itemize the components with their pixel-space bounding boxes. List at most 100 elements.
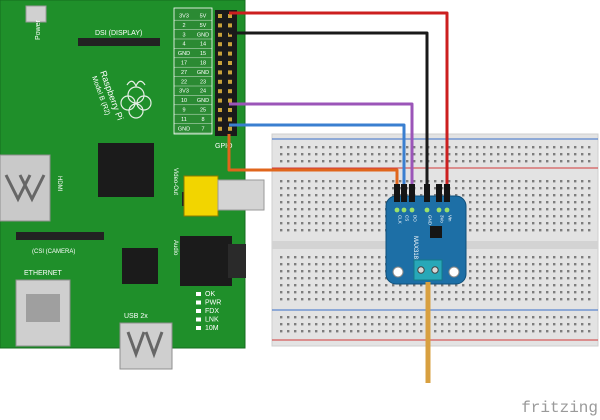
- breadboard-hole: [581, 194, 584, 197]
- breadboard-hole: [469, 316, 472, 319]
- breadboard-hole: [567, 208, 570, 211]
- breadboard-hole: [420, 298, 423, 301]
- breadboard-hole: [406, 291, 409, 294]
- breadboard-hole: [315, 153, 318, 156]
- breadboard-hole: [315, 284, 318, 287]
- breadboard-hole: [539, 194, 542, 197]
- breadboard-hole: [385, 323, 388, 326]
- breadboard-hole: [553, 229, 556, 232]
- breadboard-hole: [287, 187, 290, 190]
- breadboard-hole: [525, 208, 528, 211]
- breadboard-hole: [357, 277, 360, 280]
- gpio-pin: [218, 89, 222, 94]
- breadboard-hole: [357, 270, 360, 273]
- breadboard-hole: [343, 180, 346, 183]
- breadboard-hole: [553, 284, 556, 287]
- breadboard-hole: [553, 187, 556, 190]
- breadboard-hole: [371, 229, 374, 232]
- breadboard-hole: [483, 323, 486, 326]
- led-indicator: [196, 309, 201, 313]
- breadboard-hole: [371, 316, 374, 319]
- dsi-connector: [78, 38, 160, 46]
- breadboard-hole: [322, 201, 325, 204]
- breadboard-hole: [483, 208, 486, 211]
- breadboard-hole: [476, 291, 479, 294]
- breadboard-hole: [581, 208, 584, 211]
- breadboard-hole: [301, 298, 304, 301]
- terminal-block: [413, 259, 443, 281]
- breadboard-hole: [560, 229, 563, 232]
- breadboard-hole: [539, 208, 542, 211]
- breadboard-hole: [469, 146, 472, 149]
- breadboard-hole: [322, 270, 325, 273]
- breadboard-hole: [322, 146, 325, 149]
- breadboard-hole: [287, 146, 290, 149]
- breadboard-hole: [392, 316, 395, 319]
- breadboard-hole: [469, 153, 472, 156]
- breadboard-hole: [483, 194, 486, 197]
- breadboard-hole: [525, 256, 528, 259]
- breadboard-hole: [560, 194, 563, 197]
- breadboard-hole: [385, 187, 388, 190]
- breadboard-hole: [392, 160, 395, 163]
- breadboard-hole: [567, 180, 570, 183]
- breadboard-hole: [287, 208, 290, 211]
- breadboard-hole: [301, 229, 304, 232]
- breadboard-hole: [588, 291, 591, 294]
- gpio-pin: [218, 23, 222, 28]
- breadboard-hole: [532, 146, 535, 149]
- breadboard-hole: [539, 160, 542, 163]
- breadboard-hole: [511, 277, 514, 280]
- breadboard-hole: [483, 263, 486, 266]
- gpio-pin: [228, 23, 232, 28]
- breadboard-hole: [546, 229, 549, 232]
- breadboard-hole: [343, 256, 346, 259]
- breadboard-hole: [483, 153, 486, 156]
- breadboard-hole: [567, 291, 570, 294]
- breadboard-hole: [329, 316, 332, 319]
- breadboard-hole: [539, 291, 542, 294]
- breadboard-hole: [378, 298, 381, 301]
- breadboard-hole: [567, 187, 570, 190]
- gpio-label-right: GND: [197, 70, 209, 76]
- breadboard-hole: [511, 330, 514, 333]
- breadboard-hole: [462, 316, 465, 319]
- breadboard-hole: [476, 215, 479, 218]
- breadboard-hole: [560, 201, 563, 204]
- breadboard-hole: [371, 194, 374, 197]
- breadboard-hole: [448, 330, 451, 333]
- breadboard-hole: [497, 229, 500, 232]
- breadboard-hole: [399, 160, 402, 163]
- wires: [227, 11, 449, 186]
- breadboard-hole: [280, 291, 283, 294]
- gpio-pin: [218, 61, 222, 65]
- breadboard-hole: [581, 263, 584, 266]
- breadboard-hole: [539, 263, 542, 266]
- breadboard-hole: [574, 229, 577, 232]
- breadboard-hole: [504, 180, 507, 183]
- wire-black-gnd: [229, 31, 429, 186]
- mounting-hole-right: [448, 266, 460, 278]
- breadboard-hole: [280, 160, 283, 163]
- header-pin: [444, 184, 450, 202]
- breadboard-hole: [567, 270, 570, 273]
- breadboard-hole: [392, 146, 395, 149]
- breadboard-hole: [392, 330, 395, 333]
- breadboard-hole: [518, 153, 521, 156]
- breadboard-hole: [329, 256, 332, 259]
- breadboard-hole: [546, 187, 549, 190]
- audio-label: Audio: [172, 240, 178, 256]
- breadboard-hole: [364, 229, 367, 232]
- breadboard-hole: [504, 153, 507, 156]
- breadboard-hole: [490, 291, 493, 294]
- breadboard-hole: [420, 330, 423, 333]
- gpio-pin: [228, 14, 232, 18]
- breadboard-hole: [364, 277, 367, 280]
- breadboard-hole: [301, 323, 304, 326]
- breadboard-hole: [308, 146, 311, 149]
- breadboard-hole: [301, 291, 304, 294]
- breadboard-hole: [378, 187, 381, 190]
- breadboard-hole: [581, 153, 584, 156]
- gpio-label-right: 14: [200, 42, 206, 48]
